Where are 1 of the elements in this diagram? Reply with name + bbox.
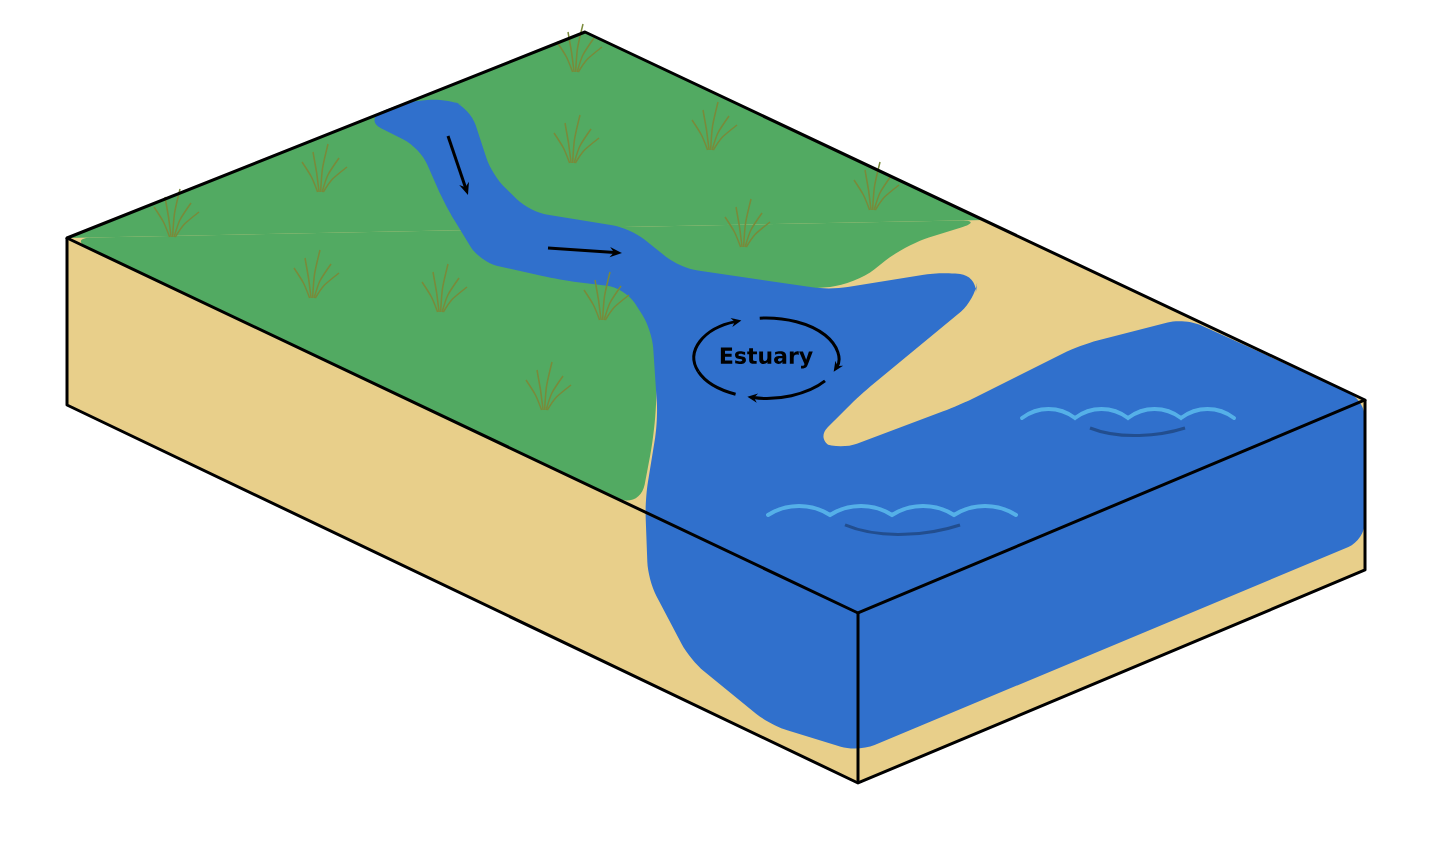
estuary-label: Estuary: [720, 347, 813, 369]
